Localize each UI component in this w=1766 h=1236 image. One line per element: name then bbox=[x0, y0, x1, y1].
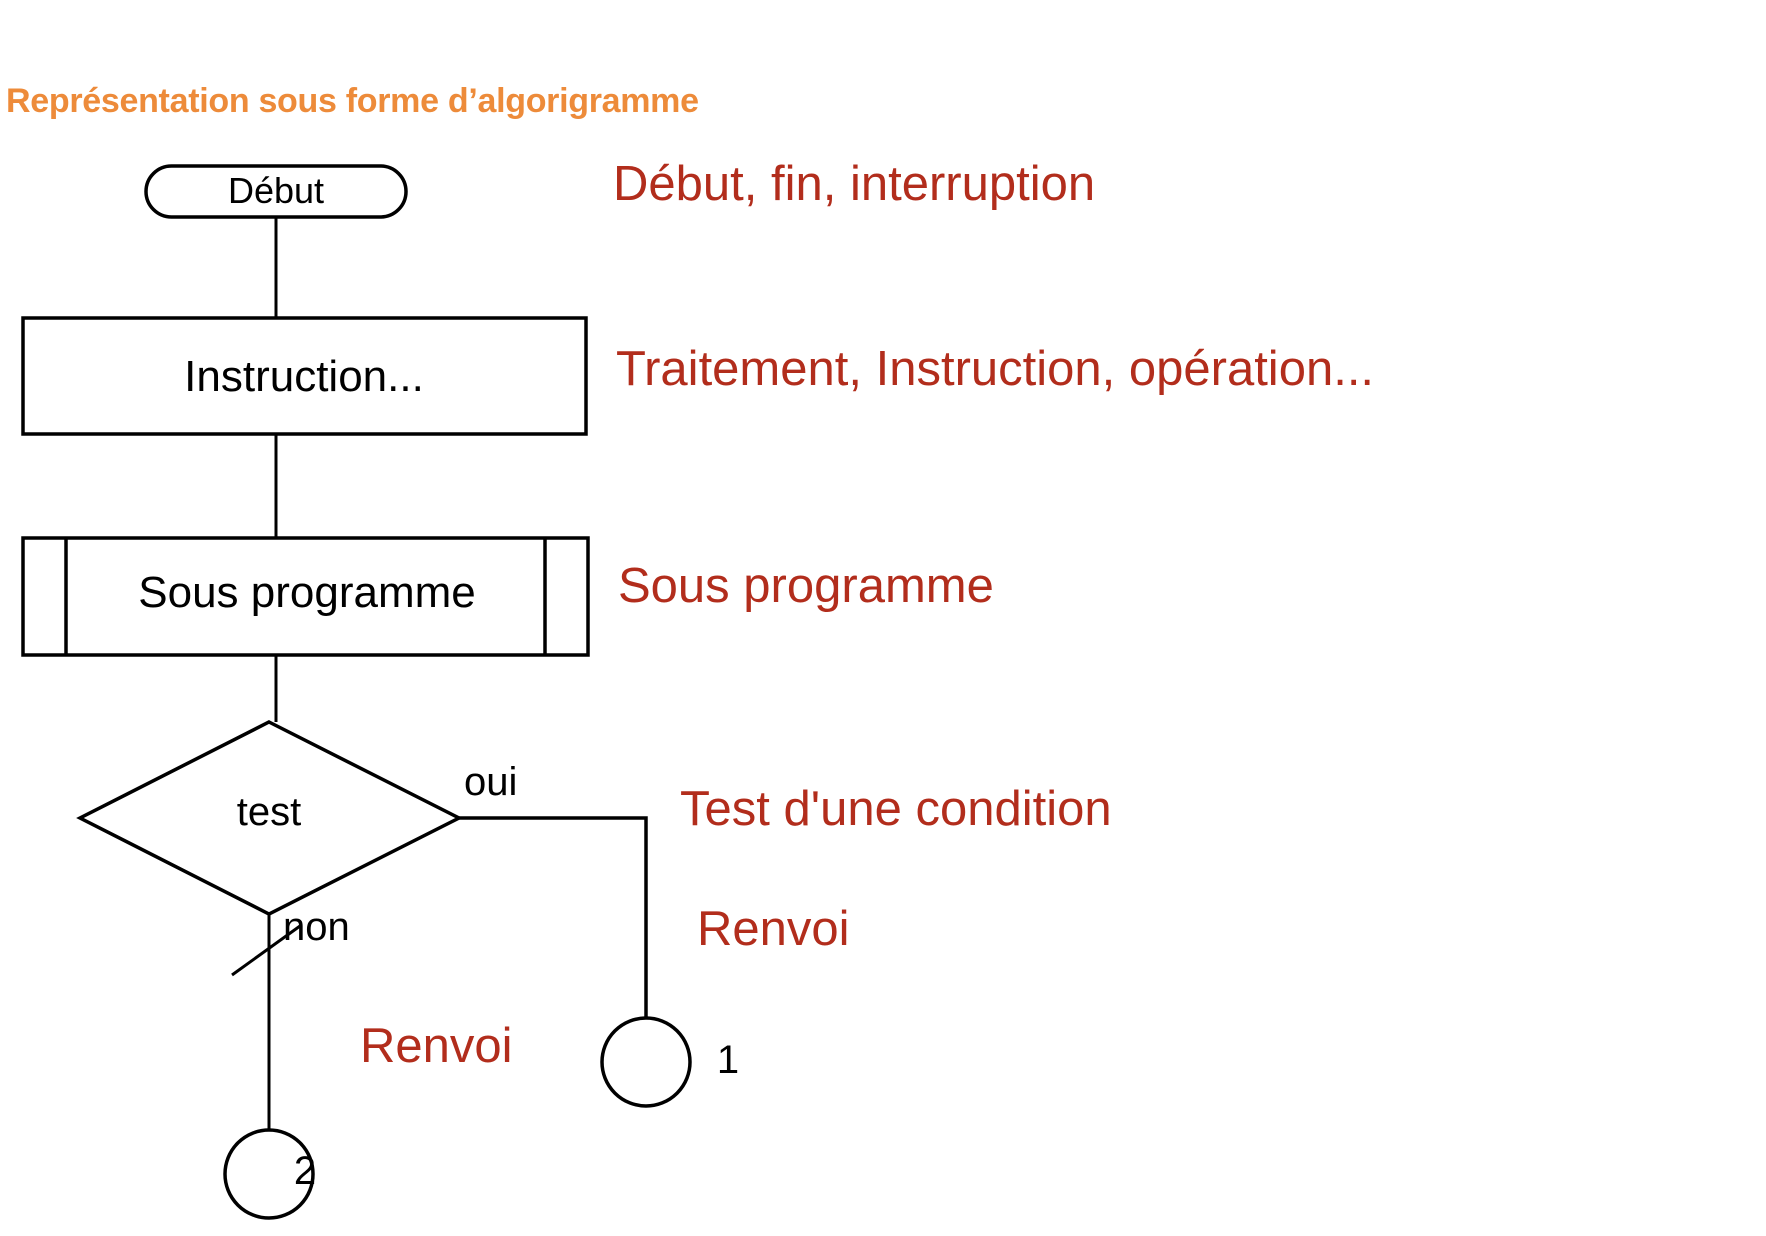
legend-terminator: Début, fin, interruption bbox=[613, 157, 1096, 211]
node-debut-label: Début bbox=[227, 170, 325, 211]
node-sousprog-label: Sous programme bbox=[138, 568, 476, 617]
node-debut-shape[interactable] bbox=[144, 164, 408, 219]
edge-test-connector1 bbox=[459, 816, 648, 1019]
page-title-underlined-word: algorigramme bbox=[477, 82, 699, 121]
node-connector2-label: 2 bbox=[293, 1149, 317, 1193]
legend-connector-2: Renvoi bbox=[360, 1019, 513, 1073]
page-title: Représentation sous forme d’algorigramme bbox=[6, 82, 699, 121]
node-test-label: test bbox=[236, 790, 302, 834]
node-connector2-shape[interactable] bbox=[223, 1128, 315, 1220]
node-sousprog-outer-rect bbox=[21, 536, 590, 657]
page-title-underlined-text: algorigramme bbox=[477, 82, 699, 120]
legend-process: Traitement, Instruction, opération... bbox=[616, 342, 1375, 396]
node-connector1-shape[interactable] bbox=[600, 1016, 692, 1108]
edge-label-oui: oui bbox=[464, 760, 518, 804]
node-instruction-shape[interactable] bbox=[21, 316, 588, 436]
node-sousprog-shape[interactable] bbox=[21, 536, 590, 657]
legend-connector-1: Renvoi bbox=[697, 902, 850, 956]
legend-subroutine: Sous programme bbox=[618, 559, 994, 613]
edge-label-non: non bbox=[283, 905, 350, 949]
node-instruction-label: Instruction... bbox=[184, 352, 424, 401]
legend-decision: Test d'une condition bbox=[680, 782, 1112, 836]
node-connector1-label: 1 bbox=[716, 1038, 740, 1082]
edge-non-tick-mark bbox=[231, 924, 301, 977]
page-title-plain: Représentation sous forme d’ bbox=[6, 82, 478, 120]
